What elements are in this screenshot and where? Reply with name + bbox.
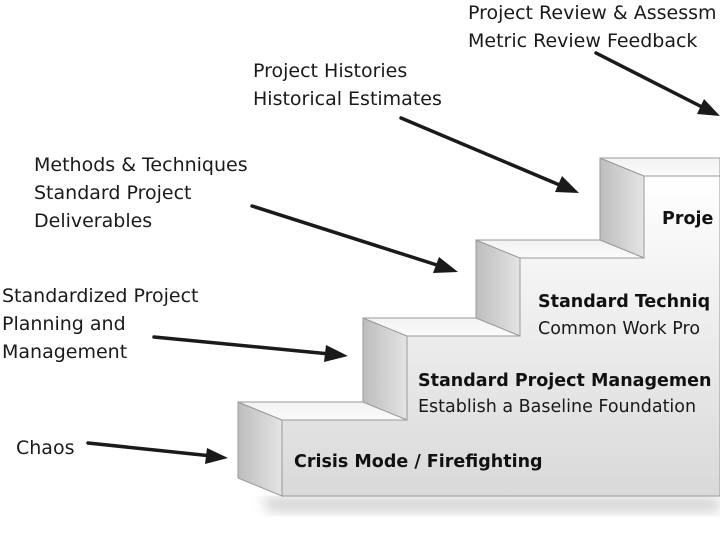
annotation-histories-line-2: Historical Estimates (253, 88, 442, 110)
annotation-chaos: Chaos (16, 437, 74, 459)
annotation-methods-line-3: Deliverables (34, 210, 152, 232)
step-4-title: Proje (662, 209, 713, 229)
annotation-methods-line-2: Standard Project (34, 182, 191, 204)
annotation-review-line-2: Metric Review Feedback (468, 30, 697, 52)
annotation-review-line-1: Project Review & Assessm (468, 2, 717, 24)
step-2-title: Standard Project Managemen (418, 371, 711, 391)
tread-1 (237, 401, 408, 421)
step-3-subtitle: Common Work Pro (538, 319, 700, 339)
tread-3 (475, 239, 645, 259)
annotation-methods-line-1: Methods & Techniques (34, 154, 248, 176)
step-2-subtitle: Establish a Baseline Foundation (418, 397, 696, 417)
annotations: Chaos Standardized Project Planning and … (2, 2, 717, 459)
tread-4 (599, 157, 720, 177)
step-1-title: Crisis Mode / Firefighting (294, 452, 543, 472)
arrows (86, 51, 720, 464)
annotation-standardized-line-1: Standardized Project (2, 285, 199, 307)
staircase-shadow (262, 497, 720, 512)
step-labels: Crisis Mode / Firefighting Standard Proj… (294, 209, 713, 472)
tread-2 (362, 317, 521, 337)
step-3-title: Standard Techniq (538, 292, 710, 312)
arrow-standardized (152, 335, 348, 362)
arrow-review (594, 51, 720, 116)
arrow-chaos (86, 441, 228, 464)
arrow-histories (399, 116, 579, 193)
arrow-methods (250, 204, 458, 273)
annotation-standardized-line-3: Management (2, 341, 127, 363)
staircase-body (237, 157, 720, 497)
annotation-standardized-line-2: Planning and (2, 313, 126, 335)
annotation-histories-line-1: Project Histories (253, 60, 407, 82)
